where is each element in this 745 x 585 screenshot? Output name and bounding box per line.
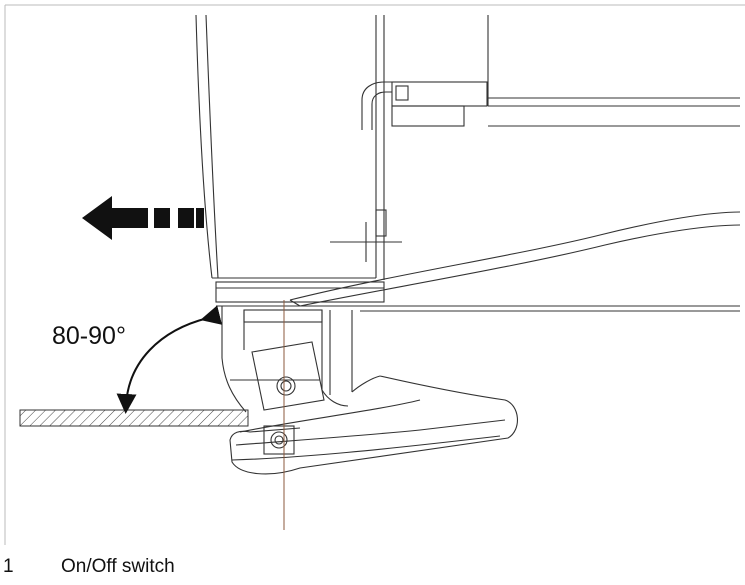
figure-frame (4, 4, 745, 545)
legend-item-label: On/Off switch (61, 556, 175, 577)
machine-housing (195, 14, 402, 280)
angle-label: 80-90° (52, 322, 126, 350)
workpiece (19, 409, 249, 427)
base-plate (215, 281, 740, 312)
feed-direction-arrow (82, 196, 204, 240)
angle-arc (116, 305, 223, 414)
upper-rail (361, 15, 740, 130)
mechanism (221, 306, 381, 413)
lever (289, 211, 741, 307)
legend-item-number: 1 (3, 556, 14, 577)
foot (229, 375, 518, 475)
legend-item: 1 On/Off switch (3, 556, 175, 578)
